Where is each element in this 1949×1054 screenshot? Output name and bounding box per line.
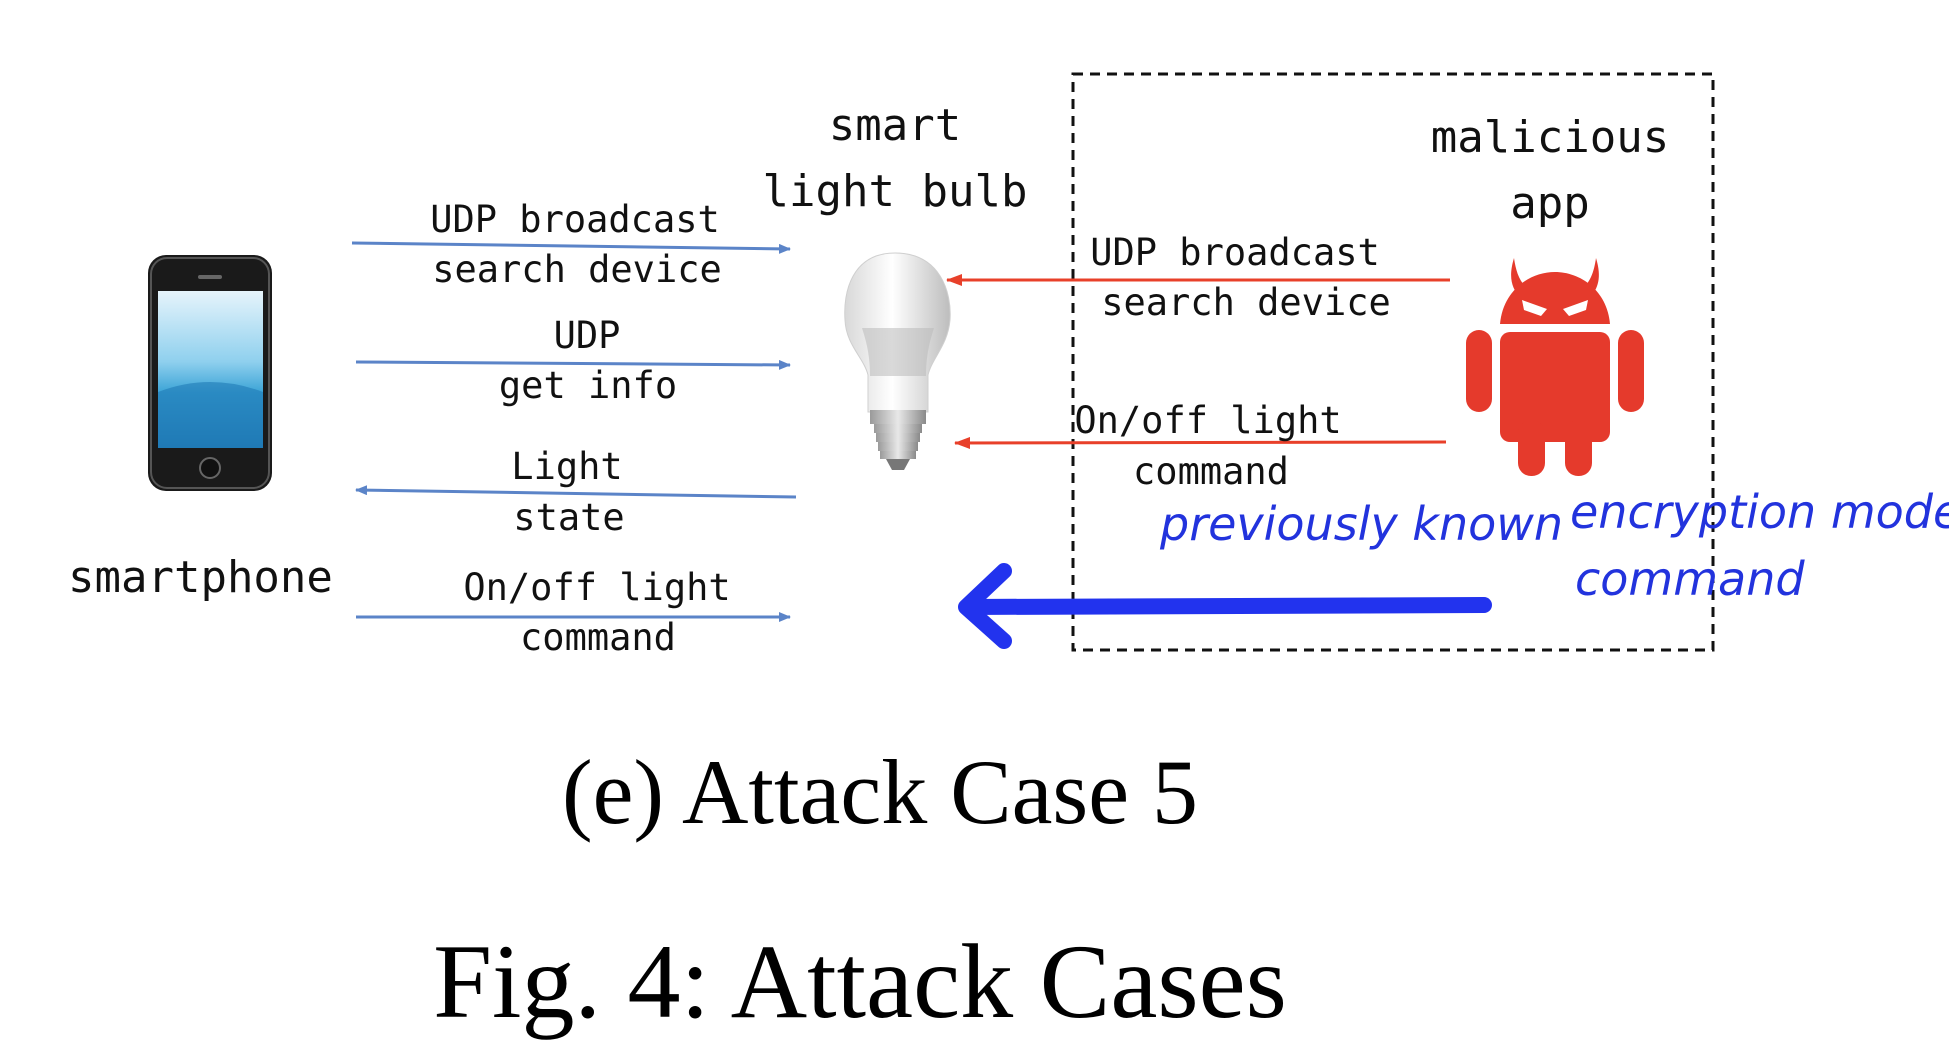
smartphone-label: smartphone	[68, 552, 333, 603]
subfigure-caption: (e) Attack Case 5	[562, 741, 1198, 843]
attack-message-label: search device	[1101, 281, 1391, 324]
malicious-app-label-line1: malicious	[1431, 112, 1669, 163]
attack-message-label: command	[1133, 450, 1289, 493]
handwritten-note-line1a: previously known	[1159, 497, 1563, 551]
android-devil-icon	[1466, 258, 1644, 476]
smartphone-icon	[148, 255, 272, 491]
message-label: get info	[499, 364, 677, 407]
message-label: state	[513, 496, 624, 539]
message-label: UDP	[554, 314, 621, 357]
handwritten-arrow	[958, 563, 1492, 649]
arrow-udp-get-info	[355, 359, 791, 370]
malicious-app-label-line2: app	[1510, 178, 1589, 229]
attack-arrow-onoff-command	[954, 436, 1447, 449]
handwritten-note-line1b: encryption mode	[1570, 485, 1949, 539]
attack-message-label: UDP broadcast	[1090, 231, 1380, 274]
light-bulb-icon	[844, 252, 951, 470]
bulb-label-line2: light bulb	[763, 166, 1028, 217]
attack-message-label: On/off light	[1074, 399, 1341, 442]
arrow-udp-broadcast	[351, 241, 791, 254]
bulb-label-line1: smart	[829, 100, 961, 151]
message-label: Light	[511, 445, 622, 488]
figure-caption: Fig. 4: Attack Cases	[433, 923, 1287, 1040]
message-label: On/off light	[463, 566, 730, 609]
malicious-app-region	[1071, 72, 1715, 652]
message-label: command	[520, 616, 676, 659]
handwritten-note-line2: command	[1575, 552, 1805, 606]
message-label: UDP broadcast	[430, 198, 720, 241]
message-label: search device	[432, 248, 722, 291]
arrow-light-state	[355, 485, 797, 499]
